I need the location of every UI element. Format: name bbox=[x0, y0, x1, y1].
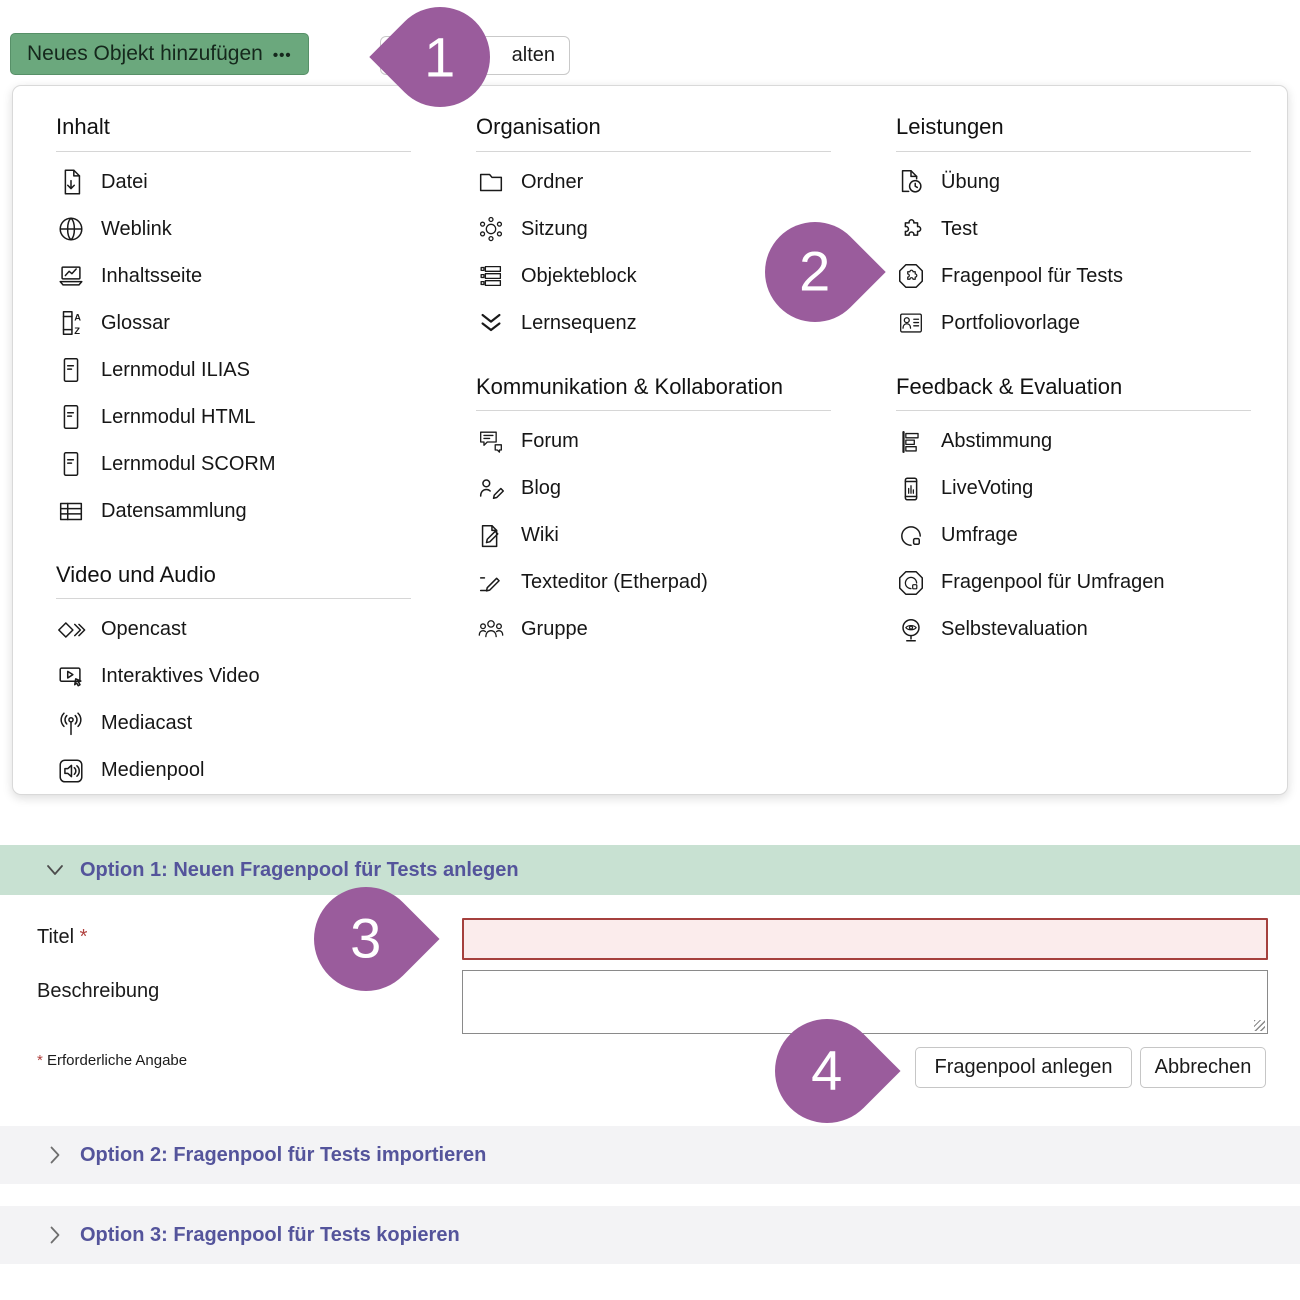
accordion-option2-title: Option 2: Fragenpool für Tests importier… bbox=[80, 1143, 487, 1166]
content-page-icon bbox=[56, 261, 86, 291]
forum-icon bbox=[476, 427, 506, 457]
menu-item-fragenpool-tests[interactable]: Fragenpool für Tests bbox=[896, 253, 1256, 300]
page-design-button-visible-label: alten bbox=[511, 44, 555, 66]
menu-item-sitzung[interactable]: Sitzung bbox=[476, 206, 836, 253]
section-kommunikation-kollaboration: Kommunikation & Kollabo­ration Forum Blo… bbox=[476, 373, 836, 654]
accordion-option1-header[interactable]: Option 1: Neuen Fragenpool für Tests anl… bbox=[0, 845, 1300, 895]
menu-item-uebung[interactable]: Übung bbox=[896, 159, 1256, 206]
survey-icon bbox=[896, 521, 926, 551]
section-video-und-audio: Video und Audio Opencast Interaktives Vi… bbox=[56, 561, 416, 795]
ellipsis-icon: ••• bbox=[272, 46, 292, 64]
learning-module-icon bbox=[56, 449, 86, 479]
section-inhalt: Inhalt Datei Weblink Inhaltsseite Glossa… bbox=[56, 113, 416, 535]
folder-icon bbox=[476, 167, 506, 197]
menu-item-weblink[interactable]: Weblink bbox=[56, 206, 416, 253]
accordion-option1-title: Option 1: Neuen Fragenpool für Tests anl… bbox=[80, 858, 519, 881]
file-download-icon bbox=[56, 167, 86, 197]
menu-column-3: Leistungen Übung Test Fragenpool für Tes… bbox=[896, 113, 1256, 794]
menu-column-1: Inhalt Datei Weblink Inhaltsseite Glossa… bbox=[56, 113, 416, 794]
opencast-icon bbox=[56, 615, 86, 645]
chevron-right-icon bbox=[44, 1224, 66, 1246]
poll-icon bbox=[896, 427, 926, 457]
section-title: Feedback & Evaluation bbox=[896, 373, 1251, 412]
learning-module-icon bbox=[56, 355, 86, 385]
required-asterisk: * bbox=[79, 926, 88, 948]
test-puzzle-icon bbox=[896, 214, 926, 244]
section-leistungen: Leistungen Übung Test Fragenpool für Tes… bbox=[896, 113, 1256, 347]
learning-sequence-icon bbox=[476, 308, 506, 338]
required-note: * Erforderliche Angabe bbox=[37, 1052, 188, 1069]
menu-item-lernmodul-html[interactable]: Lernmodul HTML bbox=[56, 394, 416, 441]
self-evaluation-icon bbox=[896, 615, 926, 645]
mediapool-icon bbox=[56, 756, 86, 786]
blog-icon bbox=[476, 474, 506, 504]
data-table-icon bbox=[56, 496, 86, 526]
section-title: Leistungen bbox=[896, 113, 1251, 152]
title-input[interactable] bbox=[462, 918, 1268, 960]
menu-item-objekteblock[interactable]: Objekteblock bbox=[476, 253, 836, 300]
create-question-pool-button[interactable]: Fragenpool anlegen bbox=[915, 1047, 1132, 1088]
menu-item-wiki[interactable]: Wiki bbox=[476, 512, 836, 559]
menu-item-inhaltsseite[interactable]: Inhaltsseite bbox=[56, 253, 416, 300]
question-pool-test-icon bbox=[896, 261, 926, 291]
menu-item-fragenpool-umfragen[interactable]: Fragenpool für Umfragen bbox=[896, 559, 1256, 606]
learning-module-icon bbox=[56, 402, 86, 432]
group-icon bbox=[476, 615, 506, 645]
section-title: Inhalt bbox=[56, 113, 411, 152]
menu-item-livevoting[interactable]: LiveVoting bbox=[896, 465, 1256, 512]
required-asterisk: * bbox=[37, 1052, 43, 1069]
section-feedback-evaluation: Feedback & Evaluation Abstimmung LiveVot… bbox=[896, 373, 1256, 654]
interactive-video-icon bbox=[56, 662, 86, 692]
chevron-right-icon bbox=[44, 1144, 66, 1166]
menu-item-portfoliovorlage[interactable]: Portfoliovorlage bbox=[896, 300, 1256, 347]
menu-item-forum[interactable]: Forum bbox=[476, 418, 836, 465]
menu-item-medienpool[interactable]: Medienpool bbox=[56, 747, 416, 794]
session-icon bbox=[476, 214, 506, 244]
chevron-down-icon bbox=[44, 859, 66, 881]
accordion-option2-header[interactable]: Option 2: Fragenpool für Tests importier… bbox=[0, 1126, 1300, 1184]
menu-item-test[interactable]: Test bbox=[896, 206, 1256, 253]
livevoting-icon bbox=[896, 474, 926, 504]
object-block-icon bbox=[476, 261, 506, 291]
menu-item-opencast[interactable]: Opencast bbox=[56, 606, 416, 653]
section-organisation: Organisation Ordner Sitzung Objekteblock… bbox=[476, 113, 836, 347]
section-title: Kommunikation & Kollabo­ration bbox=[476, 373, 831, 412]
menu-item-texteditor[interactable]: Texteditor (Etherpad) bbox=[476, 559, 836, 606]
mediacast-icon bbox=[56, 709, 86, 739]
menu-item-lernmodul-ilias[interactable]: Lernmodul ILIAS bbox=[56, 347, 416, 394]
globe-icon bbox=[56, 214, 86, 244]
menu-item-lernsequenz[interactable]: Lernsequenz bbox=[476, 300, 836, 347]
menu-item-glossar[interactable]: Glossar bbox=[56, 300, 416, 347]
accordion-option3-title: Option 3: Fragenpool für Tests kopieren bbox=[80, 1223, 460, 1246]
menu-item-lernmodul-scorm[interactable]: Lernmodul SCORM bbox=[56, 441, 416, 488]
portfolio-template-icon bbox=[896, 308, 926, 338]
menu-item-ordner[interactable]: Ordner bbox=[476, 159, 836, 206]
add-object-button-label: Neues Objekt hinzufügen bbox=[27, 42, 263, 65]
title-label: Titel * bbox=[37, 926, 88, 948]
menu-item-umfrage[interactable]: Umfrage bbox=[896, 512, 1256, 559]
description-textarea[interactable] bbox=[462, 970, 1268, 1034]
menu-item-datensammlung[interactable]: Datensammlung bbox=[56, 488, 416, 535]
section-title: Video und Audio bbox=[56, 561, 411, 600]
section-title: Organisation bbox=[476, 113, 831, 152]
texteditor-icon bbox=[476, 568, 506, 598]
wiki-icon bbox=[476, 521, 506, 551]
menu-item-interaktives-video[interactable]: Interaktives Video bbox=[56, 653, 416, 700]
menu-item-gruppe[interactable]: Gruppe bbox=[476, 606, 836, 653]
exercise-icon bbox=[896, 167, 926, 197]
accordion-option3-header[interactable]: Option 3: Fragenpool für Tests kopieren bbox=[0, 1206, 1300, 1264]
add-object-dropdown-panel: Inhalt Datei Weblink Inhaltsseite Glossa… bbox=[12, 85, 1288, 795]
add-object-button[interactable]: Neues Objekt hinzufügen ••• bbox=[10, 33, 309, 75]
question-pool-survey-icon bbox=[896, 568, 926, 598]
menu-item-selbstevaluation[interactable]: Selbstevaluation bbox=[896, 606, 1256, 653]
menu-item-mediacast[interactable]: Mediacast bbox=[56, 700, 416, 747]
menu-column-2: Organisation Ordner Sitzung Objekteblock… bbox=[476, 113, 836, 794]
menu-item-blog[interactable]: Blog bbox=[476, 465, 836, 512]
menu-item-datei[interactable]: Datei bbox=[56, 159, 416, 206]
cancel-button[interactable]: Abbrechen bbox=[1140, 1047, 1266, 1088]
description-label: Beschreibung bbox=[37, 980, 160, 1002]
textarea-resize-handle[interactable] bbox=[1254, 1020, 1265, 1031]
glossary-icon bbox=[56, 308, 86, 338]
menu-item-abstimmung[interactable]: Abstimmung bbox=[896, 418, 1256, 465]
